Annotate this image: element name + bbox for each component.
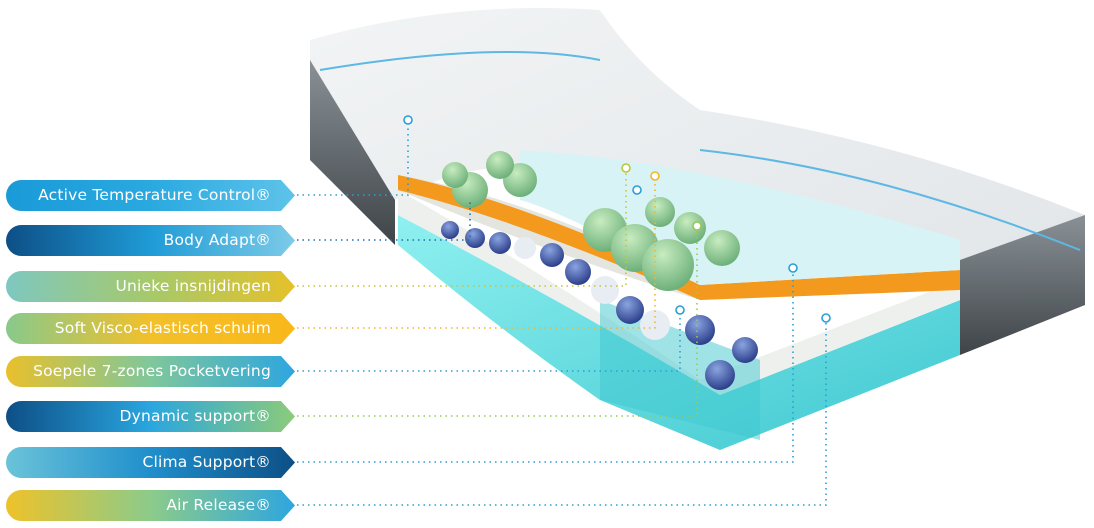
visco-balls — [442, 151, 740, 291]
label-body-adapt: Body Adapt® — [6, 225, 295, 256]
leader-active-temperature — [297, 122, 409, 196]
leader-pocketvering — [297, 312, 681, 372]
leader-lines — [297, 122, 827, 506]
label-dynamic-support: Dynamic support® — [6, 401, 295, 432]
label-soft-visco: Soft Visco-elastisch schuim — [6, 313, 295, 344]
leader-visco — [297, 178, 656, 329]
label-air-release: Air Release® — [6, 490, 295, 521]
label-unieke-insnijdingen: Unieke insnijdingen — [6, 271, 295, 302]
leader-dynamic-support — [297, 228, 698, 417]
label-active-temperature-control: Active Temperature Control® — [6, 180, 295, 211]
pocket-springs — [441, 221, 758, 390]
hotspot-markers — [403, 115, 831, 323]
leader-air-release — [297, 320, 827, 506]
label-pocketvering: Soepele 7-zones Pocketvering — [6, 356, 295, 387]
mattress-cover — [310, 8, 1085, 355]
leader-clima-support — [297, 270, 794, 463]
label-clima-support: Clima Support® — [6, 447, 295, 478]
